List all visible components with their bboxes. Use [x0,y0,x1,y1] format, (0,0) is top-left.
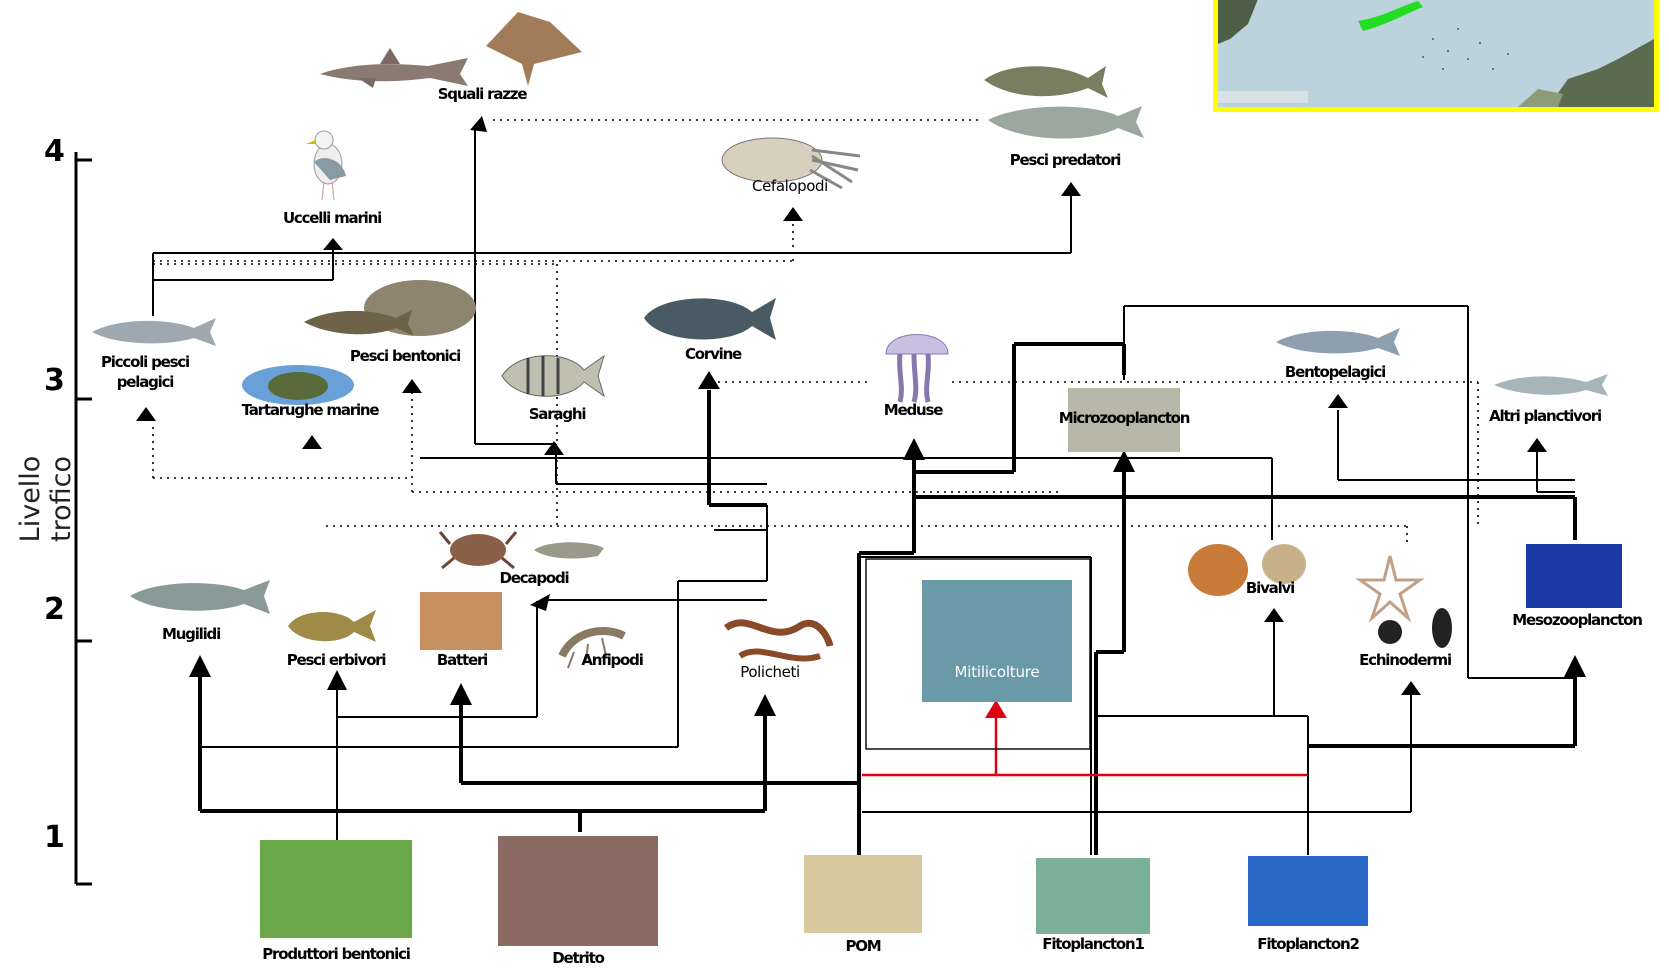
anchovy-icon [1494,374,1608,396]
label-produttori-bentonici: Produttori bentonici [262,945,411,963]
y-axis [74,152,92,886]
label-mitilicolture: Mitilicolture [954,663,1040,681]
microzooplankton-photo [1068,388,1180,452]
label-microzooplancton: Microzooplancton [1058,409,1191,427]
y-tick-2: 2 [44,592,65,627]
label-policheti: Policheti [740,663,800,681]
croaker-icon [644,298,776,340]
phytoplankton-photo [1036,858,1150,934]
crab-icon [438,531,604,570]
seagrass-photo [260,840,412,938]
mullet-icon [130,580,270,614]
thin-links [152,125,1575,855]
mussel-farm-photo [922,580,1072,702]
herbivore-fish-icon [288,610,376,642]
y-tick-4: 4 [44,134,65,169]
label-fitoplancton2: Fitoplancton2 [1257,935,1360,953]
label-squali-razze: Squali razze [437,85,528,103]
turtle-icon [242,365,354,405]
label-bentopelagici: Bentopelagici [1284,363,1386,381]
label-cefalopodi: Cefalopodi [752,177,828,195]
label-uccelli-marini: Uccelli marini [282,209,382,227]
label-detrito: Detrito [552,949,605,967]
label-tartarughe-marine: Tartarughe marine [241,401,380,419]
cuttlefish-icon [721,137,861,190]
mesozooplankton-photo [1526,544,1622,608]
flatfish-icon [304,280,476,336]
sediment-photo [498,836,658,946]
label-pom: POM [845,937,881,955]
label-altri-planctivori: Altri planctivori [1489,407,1602,425]
gull-icon [306,130,346,201]
label-echinodermi: Echinodermi [1359,651,1452,669]
sardine-icon [1276,328,1400,356]
thick-arrowheads [189,371,1586,716]
label-corvine: Corvine [684,345,742,363]
label-mesozooplancton: Mesozooplancton [1512,611,1643,629]
worm-icon [723,619,834,662]
label-piccoli-pesci-pelagici-line1: Piccoli pesci [100,353,190,371]
y-tick-3: 3 [44,363,65,398]
label-pesci-erbivori: Pesci erbivori [286,651,387,669]
ray-icon [486,12,582,86]
scallop-icon [1188,544,1306,596]
pom-photo [804,855,922,933]
amphipod-icon [558,626,626,669]
label-anfipodi: Anfipodi [581,651,643,669]
label-batteri: Batteri [436,651,488,669]
label-saraghi: Saraghi [528,405,587,423]
sea-bream-icon [501,354,605,398]
predatory-fish-icon [984,66,1144,139]
label-decapodi: Decapodi [499,569,570,587]
thin-arrowheads [136,116,1547,695]
mussel-links [862,713,1308,777]
label-meduse: Meduse [883,401,944,419]
label-pesci-bentonici: Pesci bentonici [349,347,461,365]
label-bivalvi: Bivalvi [1245,579,1295,597]
dotted-links [152,119,1479,545]
label-fitoplancton1: Fitoplancton1 [1042,935,1145,953]
shark-icon [320,48,468,88]
label-piccoli-pesci-pelagici-line2: pelagici [116,373,175,391]
y-tick-1: 1 [44,820,65,855]
bacteria-photo [420,592,502,650]
jellyfish-icon [885,334,949,403]
label-pesci-predatori: Pesci predatori [1009,151,1122,169]
starfish-icon [1355,555,1452,648]
map-inset [1213,0,1659,112]
diatom-photo [1248,856,1368,926]
label-mugilidi: Mugilidi [161,625,221,643]
pelagic-fish-icon [92,318,216,346]
